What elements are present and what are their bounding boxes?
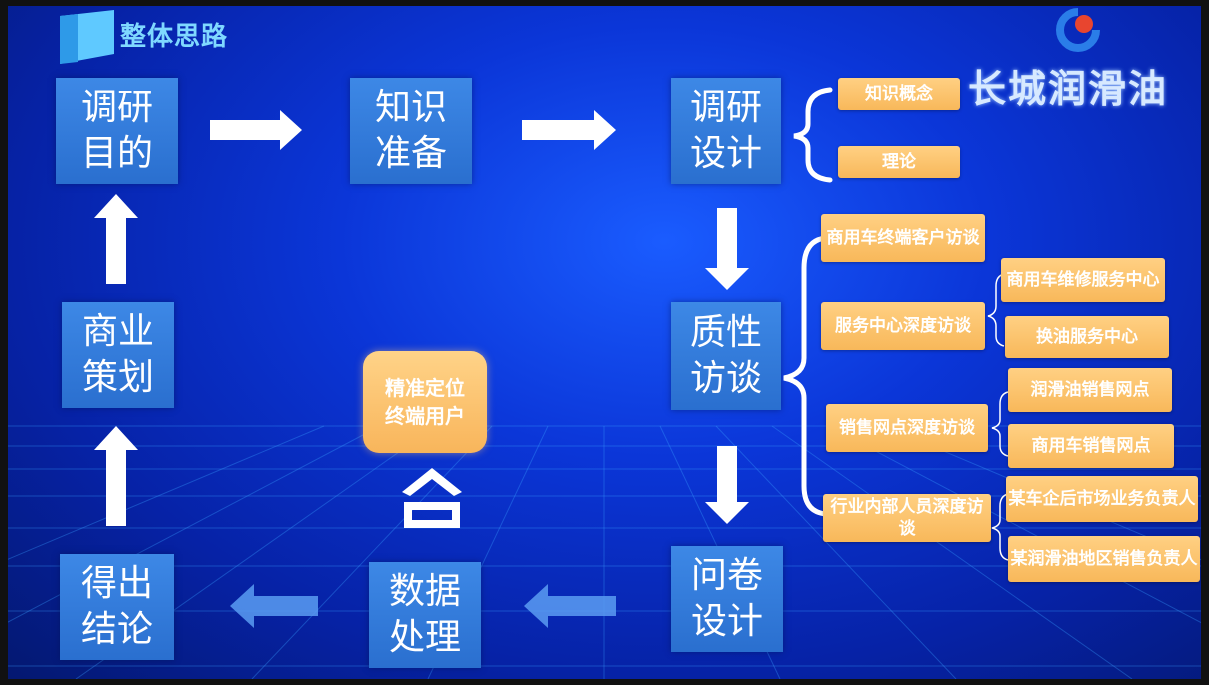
arrow-down-2: [705, 446, 749, 524]
tag-theory: 理论: [838, 146, 960, 178]
page-title: 整体思路: [120, 22, 229, 52]
arrow-right-2: [522, 110, 616, 150]
sub-brace-2: [991, 391, 1009, 457]
merge-symbol-icon: [402, 468, 462, 528]
tag-sub-oem-aftermarket-head: 某车企后市场业务负责人: [1006, 476, 1198, 522]
tag-sub-repair-center: 商用车维修服务中心: [1001, 258, 1165, 302]
tag-sub-vehicle-outlet: 商用车销售网点: [1008, 424, 1174, 468]
box-research-design: 调研设计: [671, 78, 781, 184]
box-data-processing: 数据处理: [369, 562, 481, 668]
arrow-left-2: [230, 584, 318, 628]
tag-sub-lubricant-outlet: 润滑油销售网点: [1008, 368, 1172, 412]
box-qualitative-interview: 质性访谈: [671, 302, 781, 410]
target-users-box: 精准定位终端用户: [363, 351, 487, 453]
tag-interview-industry-insider: 行业内部人员深度访谈: [823, 494, 991, 542]
flow-arrows: [94, 87, 1009, 628]
brace-design: [793, 87, 833, 183]
tag-sub-oil-change-center: 换油服务中心: [1005, 316, 1169, 358]
tag-interview-sales-outlet: 销售网点深度访谈: [826, 404, 988, 452]
tag-sub-regional-sales-head: 某润滑油地区销售负责人: [1008, 536, 1200, 582]
tag-interview-service-center: 服务中心深度访谈: [821, 302, 985, 350]
box-conclusion: 得出结论: [60, 554, 174, 660]
arrow-left-1: [524, 584, 616, 628]
box-questionnaire-design: 问卷设计: [671, 546, 783, 652]
slide: 整体思路 长城润滑油 调研目的 知识准备 调研设计 质性访谈 问卷设计 数据处理…: [8, 6, 1201, 679]
company-logo-icon: [1056, 8, 1100, 52]
brace-interviews: [783, 235, 829, 517]
tag-knowledge-concept: 知识概念: [838, 78, 960, 110]
sub-brace-1: [987, 273, 1005, 347]
box-business-planning: 商业策划: [62, 302, 174, 408]
tag-interview-end-customer: 商用车终端客户访谈: [821, 214, 985, 262]
sub-brace-3: [991, 493, 1009, 561]
arrow-down-1: [705, 208, 749, 290]
header-mark-icon: [60, 10, 114, 64]
company-logo-text: 长城润滑油: [968, 67, 1169, 111]
arrow-right-1: [210, 110, 302, 150]
arrow-up-1: [94, 194, 138, 284]
box-knowledge-prep: 知识准备: [350, 78, 472, 184]
box-research-purpose: 调研目的: [56, 78, 178, 184]
arrow-up-2: [94, 426, 138, 526]
